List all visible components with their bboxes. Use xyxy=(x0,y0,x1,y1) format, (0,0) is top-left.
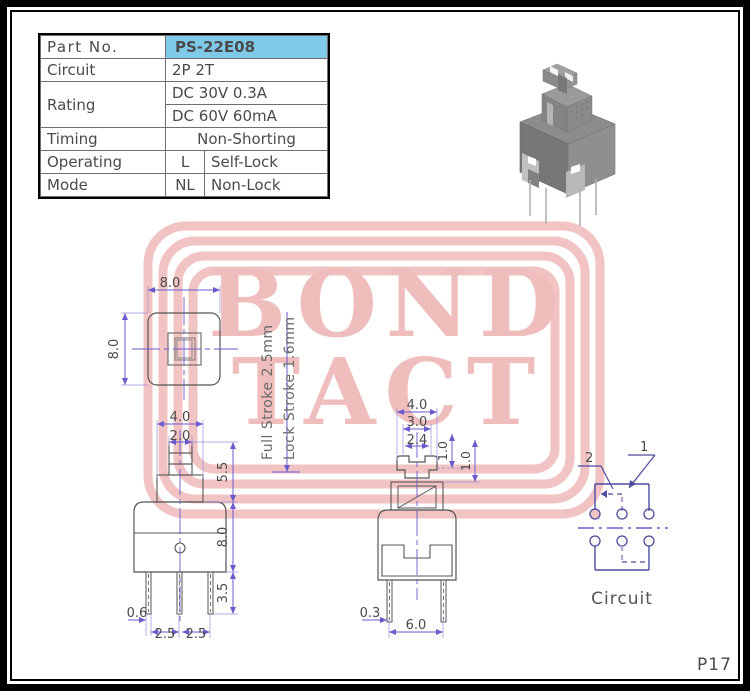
label-timing: Timing xyxy=(40,127,166,151)
table-row-rating-2: DC 60V 60mA xyxy=(41,104,328,128)
switch-3d-body xyxy=(519,63,616,226)
top-view-drawing: 8.0 8.0 xyxy=(107,276,238,400)
circuit-diagram-drawing: 2 1 Circuit xyxy=(578,440,668,609)
front-view-dim-6-0: 6.0 xyxy=(406,618,427,633)
side-view-dim-2-0: 2.0 xyxy=(170,429,191,444)
label-part-no: Part No. xyxy=(40,35,166,59)
product-3d-render xyxy=(519,63,616,226)
front-view-dim-4-0: 4.0 xyxy=(407,398,428,413)
table-row-timing: Timing Non-Shorting xyxy=(40,127,328,151)
value-mode-nl-text: Non-Lock xyxy=(204,173,328,197)
full-stroke-label: Full Stroke 2.5mm xyxy=(260,325,276,461)
side-view-dim-5-5: 5.5 xyxy=(216,462,231,483)
value-timing: Non-Shorting xyxy=(165,127,328,151)
side-view-drawing: 4.0 2.0 5.5 8.0 3. xyxy=(127,410,238,642)
circuit-label-1: 1 xyxy=(640,440,648,455)
side-view-dim-8-0: 8.0 xyxy=(216,527,231,548)
front-view-dim-2-4: 2.4 xyxy=(407,433,428,448)
page-border-inner xyxy=(10,10,740,681)
stroke-annotations: Full Stroke 2.5mm Lock Stroke 1.6mm xyxy=(260,312,300,473)
side-view-dim-0-6: 0.6 xyxy=(127,606,148,621)
circuit-caption: Circuit xyxy=(591,589,653,609)
top-view-height-label: 8.0 xyxy=(107,339,122,360)
value-part-no: PS-22E08 xyxy=(165,35,328,59)
table-row-mode-non-lock: Mode NL Non-Lock xyxy=(40,173,328,197)
front-view-drawing: 4.0 3.0 2.4 1.0 1.0 xyxy=(360,398,480,638)
value-circuit: 2P 2T xyxy=(165,58,328,82)
top-view-width-label: 8.0 xyxy=(160,276,181,291)
lock-stroke-label: Lock Stroke 1.6mm xyxy=(282,317,298,460)
page-number: P17 xyxy=(697,655,732,675)
front-view-dim-3-0: 3.0 xyxy=(407,415,428,430)
value-rating-2: DC 60V 60mA xyxy=(165,104,328,128)
side-view-dim-2-5-b: 2.5 xyxy=(186,627,207,642)
table-row-circuit: Circuit 2P 2T xyxy=(40,58,328,82)
value-mode-l-code: L xyxy=(165,150,205,174)
table-row-part-no: Part No. PS-22E08 xyxy=(40,35,328,59)
side-view-dim-2-5-a: 2.5 xyxy=(155,627,176,642)
front-view-dim-1-0-b: 1.0 xyxy=(458,451,473,471)
front-view-dim-0-3: 0.3 xyxy=(360,606,381,621)
label-mode: Mode xyxy=(40,173,166,197)
circuit-label-2: 2 xyxy=(585,451,593,466)
side-view-dim-3-5: 3.5 xyxy=(216,583,231,604)
table-row-mode-self-lock: Operating L Self-Lock xyxy=(40,150,328,174)
label-circuit: Circuit xyxy=(40,58,166,82)
specification-table: Part No. PS-22E08 Circuit 2P 2T Rating D… xyxy=(38,33,330,199)
front-view-dim-1-0-a: 1.0 xyxy=(435,441,450,461)
side-view-dim-4-0: 4.0 xyxy=(170,410,191,425)
